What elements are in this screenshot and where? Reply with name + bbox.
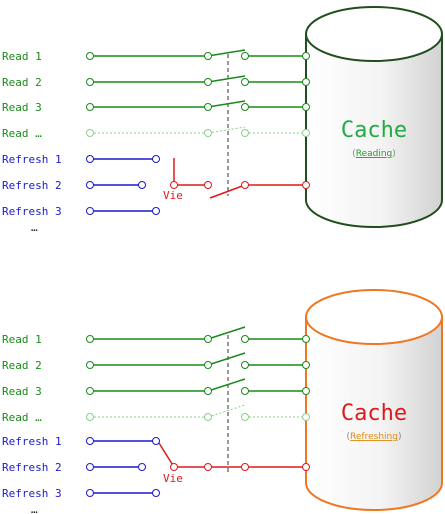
cache-title-reading: Cache xyxy=(341,118,407,143)
read-label-3: Read 3 xyxy=(2,385,42,398)
read-label-2: Read 2 xyxy=(2,76,42,89)
read-line-more xyxy=(86,126,310,137)
refresh-line-1 xyxy=(86,437,160,445)
read-line-1 xyxy=(86,326,310,343)
read-label-more: Read … xyxy=(2,127,42,140)
read-label-3: Read 3 xyxy=(2,101,42,114)
refresh-line-2 xyxy=(86,181,146,189)
paren-open: ( xyxy=(347,432,351,442)
more-ellipsis: … xyxy=(31,503,38,514)
read-line-3 xyxy=(86,100,310,111)
panel-refreshing: Cache (Refreshing) xyxy=(2,289,443,514)
read-label-1: Read 1 xyxy=(2,50,42,63)
refresh-label-2: Refresh 2 xyxy=(2,461,62,474)
vie-path xyxy=(170,158,310,199)
read-line-1 xyxy=(86,49,310,60)
refresh-line-3 xyxy=(86,207,160,215)
read-label-1: Read 1 xyxy=(2,333,42,346)
cache-state-label: Refreshing xyxy=(350,432,398,442)
refresh-line-2 xyxy=(86,463,146,471)
cache-cylinder-reading xyxy=(305,6,443,228)
read-line-2 xyxy=(86,352,310,369)
cache-title-refreshing: Cache xyxy=(341,401,407,426)
vie-label: Vie xyxy=(163,189,183,202)
refresh-label-3: Refresh 3 xyxy=(2,487,62,500)
read-label-more: Read … xyxy=(2,411,42,424)
cache-state-label: Reading xyxy=(356,149,393,159)
refresh-line-3 xyxy=(86,489,160,497)
paren-close: ) xyxy=(398,432,402,442)
paren-close: ) xyxy=(392,149,396,159)
vie-path xyxy=(158,442,310,471)
refresh-label-2: Refresh 2 xyxy=(2,179,62,192)
vie-label: Vie xyxy=(163,472,183,485)
read-line-3 xyxy=(86,378,310,395)
read-label-2: Read 2 xyxy=(2,359,42,372)
panel-reading: Cache (Reading) xyxy=(2,6,443,234)
refresh-label-1: Refresh 1 xyxy=(2,153,62,166)
read-line-more xyxy=(86,404,310,421)
more-ellipsis: … xyxy=(31,221,38,234)
cache-state-refreshing: (Refreshing) xyxy=(347,432,402,442)
read-line-2 xyxy=(86,75,310,86)
cache-state-reading: (Reading) xyxy=(352,149,396,159)
refresh-label-1: Refresh 1 xyxy=(2,435,62,448)
paren-open: ( xyxy=(352,149,356,159)
refresh-line-1 xyxy=(86,155,160,163)
refresh-label-3: Refresh 3 xyxy=(2,205,62,218)
cache-cylinder-refreshing xyxy=(305,289,443,511)
